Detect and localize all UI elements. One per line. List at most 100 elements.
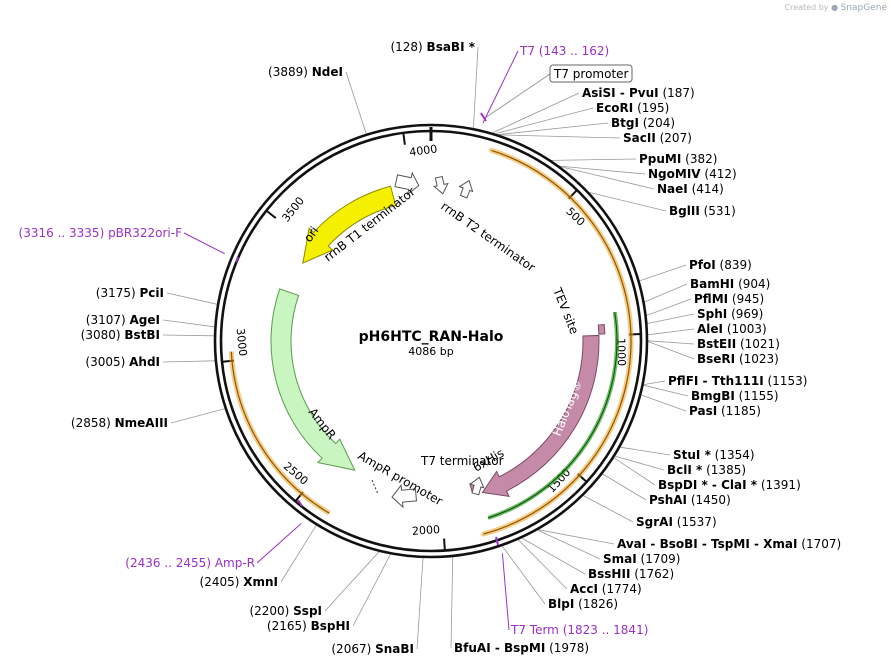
site-sphi[interactable]: SphI (969) [697, 307, 763, 321]
site-sgrai[interactable]: SgrAI (1537) [636, 515, 717, 529]
primer-label-t7: T7 (143 .. 162) [519, 44, 609, 58]
leader-nmeaiii [170, 408, 225, 424]
site-agei[interactable]: (3107) AgeI [86, 313, 160, 327]
leader-blpi [501, 545, 546, 605]
ampr-promoter-icon[interactable] [391, 483, 418, 509]
site-ngomiv[interactable]: NgoMIV (412) [648, 167, 737, 181]
credit-prefix: Created by [784, 3, 829, 12]
leader-bmgbi [643, 384, 689, 397]
site-label-bsabi: (128) BsaBI * [390, 40, 475, 54]
site-label-bsshii: BssHII (1762) [588, 567, 674, 581]
site-btgi[interactable]: BtgI (204) [611, 116, 675, 130]
primer-leader-amp-r [256, 523, 302, 564]
snapgene-credit: Created by ● SnapGene [785, 3, 888, 13]
primer-t7[interactable]: T7 (143 .. 162) [482, 44, 609, 124]
site-ecori[interactable]: EcoRI (195) [596, 101, 669, 115]
site-sspi[interactable]: (2200) SspI [249, 604, 322, 618]
site-bstbi[interactable]: (3080) BstBI [81, 328, 160, 342]
leader-sgrai [583, 495, 634, 523]
site-label-ngomiv: NgoMIV (412) [648, 167, 737, 181]
site-label-pshai: PshAI (1450) [649, 493, 731, 507]
rrnb-t2-terminator-icon-b[interactable] [457, 178, 476, 199]
site-bcli[interactable]: BclI * (1385) [667, 463, 746, 477]
site-bsshii[interactable]: BssHII (1762) [588, 567, 674, 581]
site-bspdi-clai[interactable]: BspDI * - ClaI * (1391) [658, 478, 801, 492]
primer-pbr322ori-f[interactable]: (3316 .. 3335) pBR322ori-F [19, 226, 225, 255]
leader-sacii [498, 134, 621, 139]
site-label-sphi: SphI (969) [697, 307, 763, 321]
t7-promoter-callout[interactable]: T7 promoter [484, 64, 633, 119]
site-pfoi[interactable]: PfoI (839) [689, 258, 752, 272]
leader-bsphi [352, 554, 391, 627]
credit-brand: SnapGene [840, 3, 887, 13]
leader-ecori [494, 107, 594, 135]
site-ndei[interactable]: (3889) NdeI [268, 65, 343, 79]
site-asisi-pvui[interactable]: AsiSI - PvuI (187) [582, 86, 695, 100]
site-bfuai-bspmi[interactable]: BfuAI - BspMI (1978) [454, 641, 589, 655]
ori-feature[interactable] [302, 185, 397, 264]
leader-bcli [614, 455, 665, 471]
leader-sspi [324, 551, 380, 612]
tick-label-3500: 3500 [279, 194, 307, 224]
site-bmgbi[interactable]: BmgBI (1155) [691, 389, 779, 403]
site-label-bstbi: (3080) BstBI [81, 328, 160, 342]
site-label-bspdi-clai: BspDI * - ClaI * (1391) [658, 478, 801, 492]
site-label-ecori: EcoRI (195) [596, 101, 669, 115]
rrnb-t1-terminator-icon[interactable] [394, 170, 421, 196]
site-alei[interactable]: AleI (1003) [697, 322, 767, 336]
site-label-acci: AccI (1774) [570, 582, 642, 596]
site-ahdi[interactable]: (3005) AhdI [85, 355, 160, 369]
site-bsphi[interactable]: (2165) BspHI [267, 619, 350, 633]
site-sacii[interactable]: SacII (207) [623, 131, 692, 145]
leader-ppumi [551, 158, 637, 161]
site-avai-bsobi-tspmi-xmai[interactable]: AvaI - BsoBI - TspMI - XmaI (1707) [617, 537, 841, 551]
site-blpi[interactable]: BlpI (1826) [548, 597, 618, 611]
site-naei[interactable]: NaeI (414) [657, 182, 724, 196]
site-pflmi[interactable]: PflMI (945) [694, 292, 764, 306]
site-pflfi-tth111i[interactable]: PflFI - Tth111I (1153) [668, 374, 807, 388]
label-rrnb-t2: rrnB T2 terminator [438, 199, 538, 275]
plasmid-name: pH6HTC_RAN-Halo [359, 329, 504, 345]
site-ppumi[interactable]: PpuMI (382) [639, 152, 717, 166]
orf-arc-left-core [230, 351, 330, 514]
site-pcii[interactable]: (3175) PciI [96, 286, 164, 300]
site-pshai[interactable]: PshAI (1450) [649, 493, 731, 507]
site-nmeaiii[interactable]: (2858) NmeAIII [71, 416, 168, 430]
site-xmni[interactable]: (2405) XmnI [200, 575, 278, 589]
site-pasi[interactable]: PasI (1185) [689, 404, 761, 418]
his-tag-frame-arc-core [487, 312, 618, 519]
site-label-snabi: (2067) SnaBI [331, 642, 414, 656]
primer-leader-t7 [482, 50, 519, 124]
site-bamhi[interactable]: BamHI (904) [690, 277, 770, 291]
site-bglii[interactable]: BglII (531) [669, 204, 736, 218]
site-label-nmeaiii: (2858) NmeAIII [71, 416, 168, 430]
tev-site-feature[interactable] [597, 324, 606, 335]
ampr-feature[interactable] [270, 288, 356, 471]
halotag-feature[interactable] [481, 334, 600, 498]
primer-amp-r[interactable]: (2436 .. 2455) Amp-R [125, 523, 302, 571]
leader-pshai [602, 473, 647, 501]
site-label-blpi: BlpI (1826) [548, 597, 618, 611]
site-bseri[interactable]: BseRI (1023) [697, 352, 779, 366]
site-stui[interactable]: StuI * (1354) [673, 448, 755, 462]
tick-mark-4000 [402, 131, 406, 145]
t7-terminator-icon[interactable] [468, 475, 486, 496]
site-acci[interactable]: AccI (1774) [570, 582, 642, 596]
leader-bfuai-bspmi [450, 556, 454, 649]
leader-asisi-pvui [492, 92, 580, 134]
site-snabi[interactable]: (2067) SnaBI [331, 642, 414, 656]
leader-pfoi [639, 264, 687, 282]
site-smai[interactable]: SmaI (1709) [603, 552, 680, 566]
t7term-primer-mark [495, 536, 499, 546]
primer-t7-term[interactable]: T7 Term (1823 .. 1841) [501, 553, 648, 637]
site-bsabi[interactable]: (128) BsaBI * [390, 40, 475, 54]
leader-pflmi [646, 298, 692, 316]
ampr-dotted-divider [371, 479, 379, 495]
leader-xmni [280, 524, 317, 583]
site-label-pfoi: PfoI (839) [689, 258, 752, 272]
rrnb-t2-terminator-icon-a[interactable] [432, 175, 449, 196]
primer-labels: T7 (143 .. 162) T7 Term (1823 .. 1841) (24… [19, 44, 649, 637]
site-bsteii[interactable]: BstEII (1021) [697, 337, 780, 351]
site-label-pflmi: PflMI (945) [694, 292, 764, 306]
